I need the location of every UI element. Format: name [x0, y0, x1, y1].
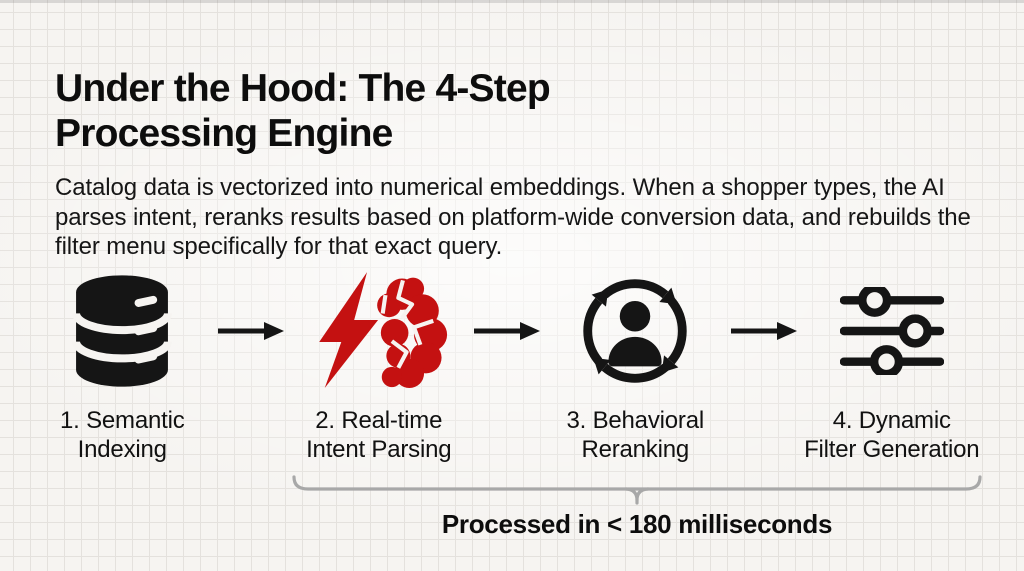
flow-arrow-icon: [730, 266, 798, 396]
process-flow: 1. Semantic Indexing: [28, 266, 986, 465]
step-intent-parsing: 2. Real-time Intent Parsing: [285, 266, 474, 465]
step-behavioral-reranking: 3. Behavioral Reranking: [541, 266, 730, 465]
step-label: 4. Dynamic Filter Generation: [804, 407, 980, 464]
database-icon: [69, 266, 175, 396]
step-label: 1. Semantic Indexing: [59, 407, 185, 464]
slide-description: Catalog data is vectorized into numerica…: [55, 174, 971, 261]
page-title-line1: Under the Hood: The 4-Step: [55, 67, 551, 111]
latency-bracket-icon: [292, 474, 982, 513]
sliders-icon: [839, 266, 944, 396]
step-label: 2. Real-time Intent Parsing: [306, 407, 452, 464]
flow-arrow-icon: [217, 266, 285, 396]
step-filter-generation: 4. Dynamic Filter Generation: [798, 266, 987, 465]
cycle-person-icon: [576, 266, 694, 396]
lightning-brain-icon: [310, 266, 448, 396]
page-title: Under the Hood: The 4-Step Processing En…: [55, 66, 775, 156]
flow-arrow-icon: [473, 266, 541, 396]
latency-caption: Processed in < 180 milliseconds: [441, 509, 833, 539]
page-title-line2: Processing Engine: [55, 112, 393, 156]
step-label: 3. Behavioral Reranking: [566, 407, 705, 464]
step-semantic-indexing: 1. Semantic Indexing: [28, 266, 217, 465]
